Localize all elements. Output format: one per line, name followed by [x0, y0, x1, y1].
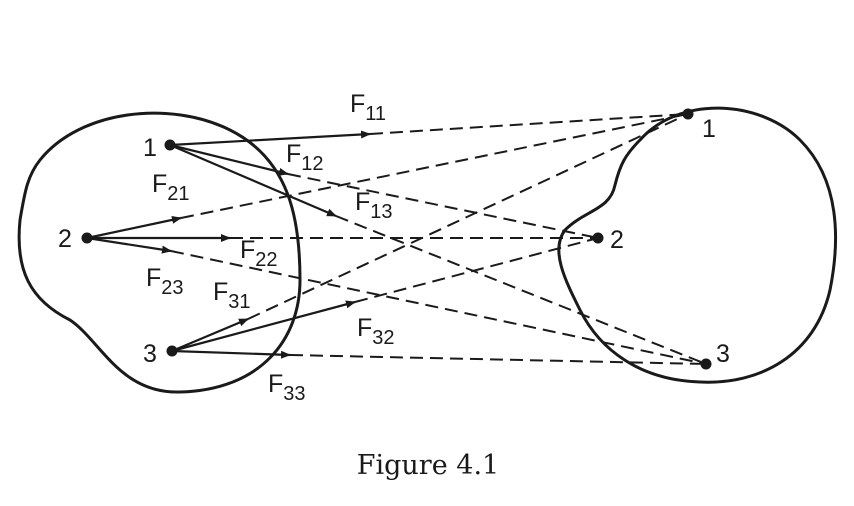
arrow-f31 [171, 317, 249, 353]
force-label-f21-sub: 21 [167, 183, 189, 205]
right-body-outline [557, 106, 838, 384]
arrow-f21 [86, 215, 182, 240]
force-label-f33-symbol: F [268, 370, 283, 398]
force-label-f22-symbol: F [240, 236, 255, 264]
left-point-1 [164, 139, 176, 151]
arrow-f32 [171, 300, 356, 353]
force-label-f21: F21 [152, 170, 190, 205]
force-label-f11-symbol: F [350, 90, 365, 118]
arrow-f11 [169, 130, 371, 147]
force-label-f22: F22 [240, 236, 278, 271]
dash-f12 [287, 173, 599, 239]
force-label-f32-sub: 32 [372, 327, 394, 349]
force-label-f13-sub: 13 [370, 201, 392, 223]
dash-f32 [354, 237, 599, 303]
left-point-3-label: 3 [143, 340, 157, 368]
force-label-f13-symbol: F [355, 188, 370, 216]
left-point-2 [81, 232, 93, 244]
dash-f11 [369, 113, 689, 135]
force-label-f31-sub: 31 [228, 291, 250, 313]
force-label-f12-sub: 12 [301, 153, 323, 175]
force-label-f12: F12 [286, 140, 324, 175]
right-point-2 [592, 232, 604, 244]
force-label-f23-sub: 23 [161, 277, 183, 299]
arrow-f33 [171, 349, 291, 359]
force-label-f13: F13 [355, 188, 393, 223]
left-point-2-label: 2 [58, 225, 72, 253]
force-label-f31: F31 [213, 278, 251, 313]
right-point-1 [682, 108, 694, 120]
dash-f31 [247, 113, 689, 320]
figure-caption: Figure 4.1 [357, 450, 499, 481]
right-point-3 [700, 358, 712, 370]
force-label-f22-sub: 22 [255, 249, 277, 271]
dash-f33 [289, 354, 707, 365]
left-point-1-label: 1 [143, 134, 157, 162]
left-body-outline [17, 111, 302, 394]
force-label-f31-symbol: F [213, 278, 228, 306]
force-label-f11-sub: 11 [365, 103, 386, 125]
force-label-f23: F23 [146, 264, 184, 299]
dash-f13 [335, 215, 707, 365]
force-label-f33: F33 [268, 370, 306, 405]
force-label-f11: F11 [350, 90, 386, 125]
force-label-f21-symbol: F [152, 170, 167, 198]
right-point-3-label: 3 [716, 340, 730, 368]
left-point-3 [166, 345, 178, 357]
right-point-1-label: 1 [702, 115, 716, 143]
force-label-f12-symbol: F [286, 140, 301, 168]
dash-f21 [180, 113, 689, 219]
arrow-f13 [169, 143, 337, 218]
dash-f23 [170, 250, 707, 365]
force-label-f32: F32 [357, 314, 395, 349]
force-label-f32-symbol: F [357, 314, 372, 342]
force-label-f23-symbol: F [146, 264, 161, 292]
force-label-f33-sub: 33 [283, 383, 305, 405]
right-point-2-label: 2 [610, 226, 624, 254]
arrow-f12 [169, 143, 289, 176]
arrow-f23 [86, 236, 172, 254]
